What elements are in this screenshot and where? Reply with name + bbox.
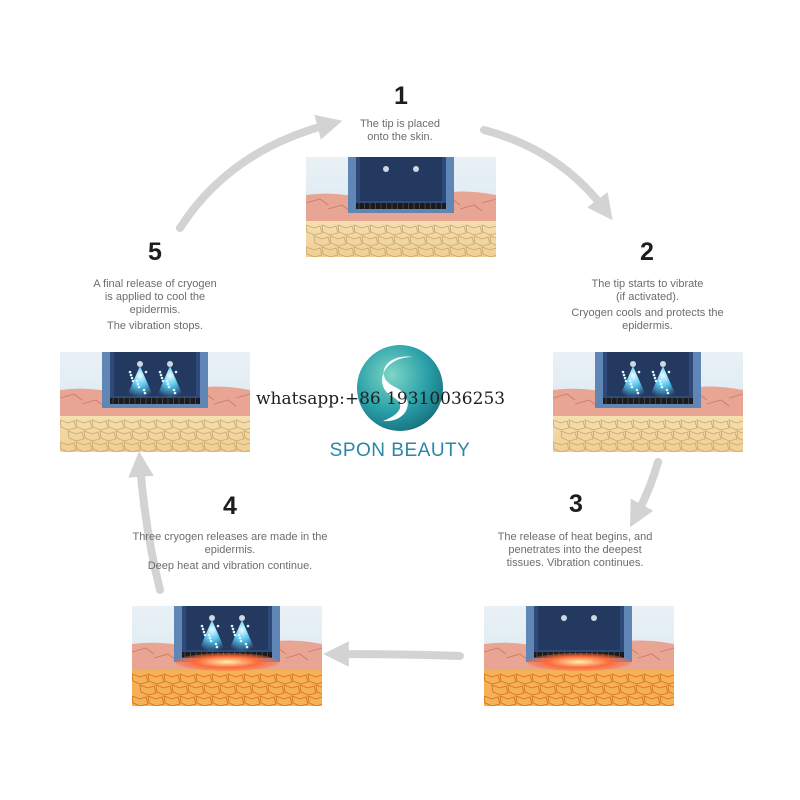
step-5-note: The vibration stops. bbox=[107, 320, 203, 332]
step-5-panel bbox=[60, 352, 250, 452]
step-2-line-2: (if activated). bbox=[616, 291, 679, 303]
step-4-line-2: epidermis. bbox=[204, 544, 256, 556]
step-3-line-1: The release of heat begins, and bbox=[497, 531, 653, 543]
step-1-line-1: The tip is placed bbox=[359, 118, 441, 130]
step-4-note: Deep heat and vibration continue. bbox=[147, 560, 313, 572]
step-4-panel bbox=[132, 606, 322, 706]
step-4-number: 4 bbox=[223, 492, 237, 520]
step-2-caption: The tip starts to vibrate(if activated).… bbox=[565, 278, 730, 336]
step-5-line-3: epidermis. bbox=[129, 304, 181, 316]
spon-beauty-logo-icon bbox=[357, 345, 443, 431]
step-3-number: 3 bbox=[569, 490, 583, 518]
step-2-note: Cryogen cools and protects the epidermis… bbox=[571, 307, 724, 332]
step-5-line-1: A final release of cryogen bbox=[93, 278, 217, 290]
step-1-panel bbox=[306, 157, 496, 257]
arrow-3-to-4 bbox=[323, 641, 464, 667]
step-1-line-2: onto the skin. bbox=[367, 131, 433, 143]
step-5-number: 5 bbox=[148, 238, 162, 266]
step-2-number: 2 bbox=[640, 238, 654, 266]
step-5-line-2: is applied to cool the bbox=[104, 291, 206, 303]
step-2-line-1: The tip starts to vibrate bbox=[591, 278, 704, 290]
brand-name: SPON BEAUTY bbox=[329, 440, 471, 461]
arrow-2-to-3 bbox=[629, 458, 662, 528]
step-3-line-2: penetrates into the deepest bbox=[508, 544, 642, 556]
step-3-panel bbox=[484, 606, 674, 706]
step-3-line-3: tissues. Vibration continues. bbox=[506, 557, 644, 569]
step-2-panel bbox=[553, 352, 743, 452]
step-1-number: 1 bbox=[394, 82, 408, 110]
arrow-1-to-2 bbox=[480, 126, 613, 221]
step-4-line-1: Three cryogen releases are made in the bbox=[132, 531, 328, 543]
whatsapp-watermark: whatsapp:+86 19310036253 bbox=[256, 389, 506, 409]
